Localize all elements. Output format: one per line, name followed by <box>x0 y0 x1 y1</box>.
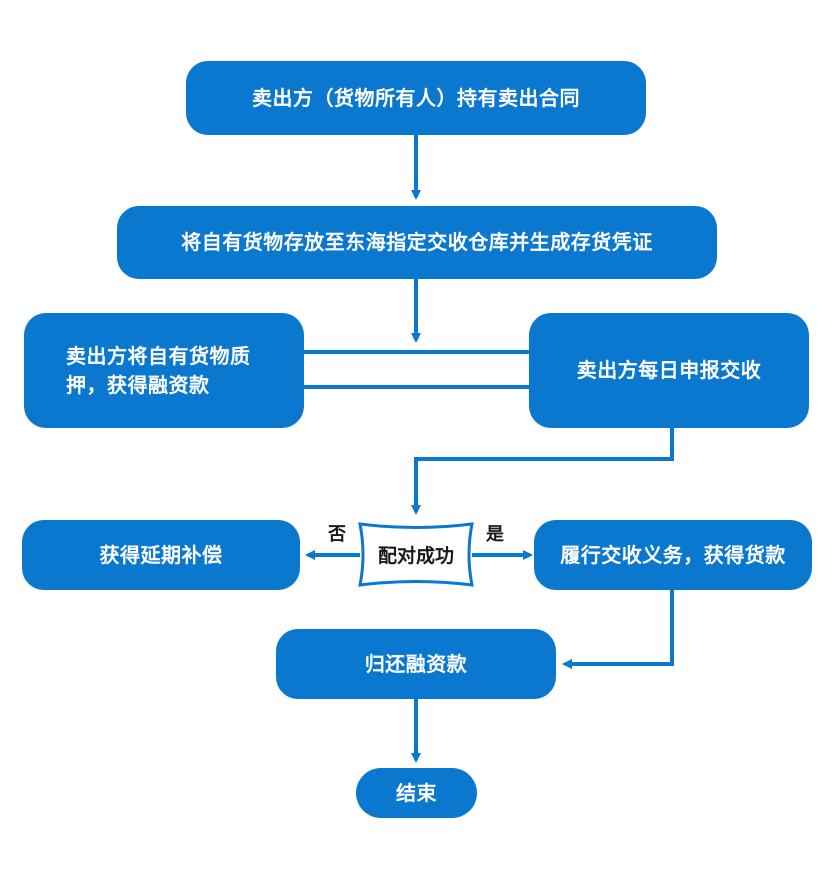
node-pledge-financing-label: 卖出方将自有货物质押，获得融资款 <box>66 343 251 397</box>
node-pledge-financing: 卖出方将自有货物质押，获得融资款 <box>24 313 304 428</box>
node-fulfill-obligation: 履行交收义务，获得货款 <box>534 520 812 590</box>
node-end: 结束 <box>356 768 477 818</box>
node-delay-compensation: 获得延期补偿 <box>22 520 300 590</box>
node-seller-contract-label: 卖出方（货物所有人）持有卖出合同 <box>252 85 580 110</box>
node-end-label: 结束 <box>396 780 437 805</box>
node-delay-compensation-label: 获得延期补偿 <box>99 542 223 567</box>
node-store-goods-label: 将自有货物存放至东海指定交收仓库并生成存货凭证 <box>181 230 653 254</box>
arrow-fulfill-to-repay <box>562 590 674 669</box>
branch-label-no: 否 <box>328 524 346 545</box>
node-store-goods: 将自有货物存放至东海指定交收仓库并生成存货凭证 <box>117 206 717 279</box>
arrow-report-to-match <box>411 428 674 515</box>
node-fulfill-obligation-label: 履行交收义务，获得货款 <box>560 542 786 567</box>
node-match-success: 配对成功 <box>377 544 454 567</box>
node-daily-report-label: 卖出方每日申报交收 <box>576 358 762 382</box>
node-repay-financing: 归还融资款 <box>276 629 556 699</box>
branch-label-yes: 是 <box>486 524 504 545</box>
node-repay-financing-label: 归还融资款 <box>364 651 468 676</box>
node-daily-report: 卖出方每日申报交收 <box>529 313 809 428</box>
decision-shape <box>358 522 474 587</box>
node-seller-contract: 卖出方（货物所有人）持有卖出合同 <box>186 61 646 135</box>
